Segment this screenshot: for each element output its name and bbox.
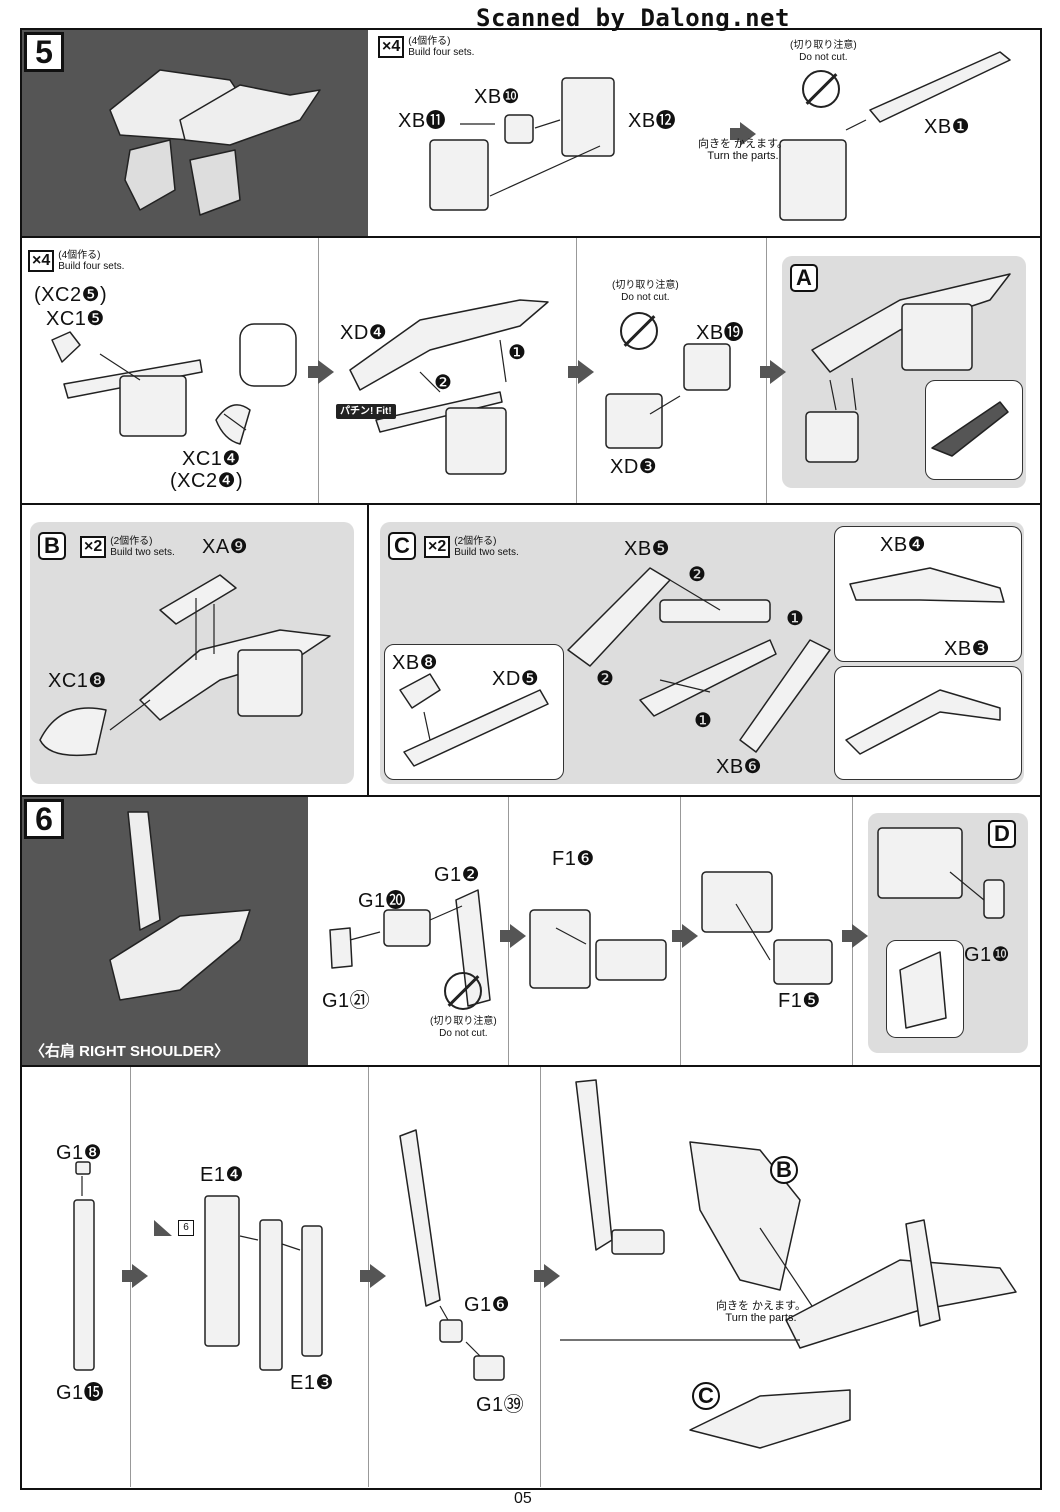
subassembly-label: B [38, 532, 66, 560]
step6-preview-panel [22, 797, 308, 1065]
subassembly-label: C [388, 532, 416, 560]
part-label: XB❶ [924, 116, 971, 138]
part-label: G1㊴ [476, 1394, 525, 1416]
arrow-right-icon [568, 360, 594, 384]
divider [20, 236, 1042, 238]
build-quantity-note: ×2 (2個作る)Build two sets. [424, 536, 519, 558]
quantity-jp: (4個作る) [408, 36, 451, 47]
build-quantity-note: ×4 (4個作る)Build four sets. [28, 250, 124, 272]
step-number: 5 [24, 32, 64, 72]
part-label: G1❻ [464, 1294, 511, 1316]
quantity-en: Build two sets. [110, 547, 175, 558]
subassembly-label: D [988, 820, 1016, 848]
arrow-right-icon [842, 924, 868, 948]
arrow-right-icon [360, 1264, 386, 1288]
part-label: XD❹ [340, 322, 388, 344]
arrow-right-icon [672, 924, 698, 948]
part-label: (XC2❹) [170, 470, 244, 492]
arrow-right-icon [122, 1264, 148, 1288]
build-quantity-note: ×4 (4個作る)Build four sets. [378, 36, 474, 58]
build-quantity-note: ×2 (2個作る)Build two sets. [80, 536, 175, 558]
part-label: G1⓴ [358, 890, 407, 912]
quantity-jp: (4個作る) [58, 250, 101, 261]
quantity-badge: ×4 [28, 250, 55, 272]
do-not-cut-note: (切り取り注意)Do not cut. [430, 1016, 497, 1039]
quantity-en: Build four sets. [408, 47, 475, 58]
subassembly-label: A [790, 264, 818, 292]
part-label: G1❷ [434, 864, 481, 886]
part-label: E1❹ [200, 1164, 244, 1186]
section-title: 〈右肩 RIGHT SHOULDER〉 [30, 1043, 230, 1060]
quantity-jp: (2個作る) [454, 536, 497, 547]
turn-parts-note: 向きを かえます。Turn the parts. [698, 138, 788, 162]
arrow-right-icon [308, 360, 334, 384]
divider [367, 505, 369, 795]
arrow-right-icon [500, 924, 526, 948]
subassembly-label: C [692, 1382, 720, 1410]
part-label: XA❾ [202, 536, 249, 558]
part-label: XB❽ [392, 652, 439, 674]
part-label: XB⓬ [628, 110, 677, 132]
part-label: XB⓳ [696, 322, 745, 344]
detail-inset [886, 940, 964, 1038]
step-marker: ❷ [596, 668, 615, 690]
detail-inset [834, 666, 1022, 780]
part-label: F1❻ [552, 848, 595, 870]
part-label: (XC2❺) [34, 284, 108, 306]
part-label: G1❽ [56, 1142, 103, 1164]
part-label: XB❻ [716, 756, 763, 778]
quantity-badge: ×4 [378, 36, 405, 58]
step-marker: ❷ [434, 372, 453, 394]
no-cut-icon [444, 972, 482, 1010]
page-number: 05 [514, 1490, 532, 1507]
subassembly-b-panel [30, 522, 354, 784]
step-marker: ❶ [508, 342, 527, 364]
no-cut-icon [802, 70, 840, 108]
instruction-sheet [20, 28, 1042, 1490]
quantity-en: Build four sets. [58, 261, 125, 272]
quantity-jp: (2個作る) [110, 536, 153, 547]
detail-inset [925, 380, 1023, 480]
divider [20, 795, 1042, 797]
detail-inset [834, 526, 1022, 662]
do-not-cut-note: (切り取り注意)Do not cut. [790, 40, 857, 63]
quantity-badge: ×2 [424, 536, 451, 558]
step-number: 6 [24, 799, 64, 839]
step-marker: ❶ [694, 710, 713, 732]
part-label: XC1❽ [48, 670, 107, 692]
part-label: XC1❺ [46, 308, 105, 330]
part-label: XB⓫ [398, 110, 447, 132]
no-cut-icon [620, 312, 658, 350]
do-not-cut-note: (切り取り注意)Do not cut. [612, 280, 679, 303]
marker-number: 6 [178, 1220, 194, 1236]
quantity-badge: ×2 [80, 536, 107, 558]
part-label: E1❸ [290, 1372, 334, 1394]
arrow-right-icon [730, 122, 756, 146]
part-label: XD❸ [610, 456, 658, 478]
part-label: G1❿ [964, 944, 1011, 966]
turn-parts-note: 向きを かえます。Turn the parts. [716, 1300, 806, 1324]
subassembly-label: B [770, 1156, 798, 1184]
quantity-en: Build two sets. [454, 547, 519, 558]
part-label: G1㉑ [322, 990, 371, 1012]
step-marker: ❶ [786, 608, 805, 630]
step-marker: ❷ [688, 564, 707, 586]
part-label: XB❿ [474, 86, 521, 108]
divider [20, 503, 1042, 505]
fit-badge: パチン! Fit! [336, 404, 396, 419]
part-label: F1❺ [778, 990, 821, 1012]
part-label: XD❺ [492, 668, 540, 690]
arrow-right-icon [534, 1264, 560, 1288]
step5-preview-panel [22, 30, 368, 236]
part-label: G1⓯ [56, 1382, 105, 1404]
part-label: XB❹ [880, 534, 927, 556]
part-label: XC1❹ [182, 448, 241, 470]
part-label: XB❺ [624, 538, 671, 560]
watermark: Scanned by Dalong.net [476, 4, 790, 32]
arrow-right-icon [760, 360, 786, 384]
divider [20, 1065, 1042, 1067]
part-label: XB❸ [944, 638, 991, 660]
